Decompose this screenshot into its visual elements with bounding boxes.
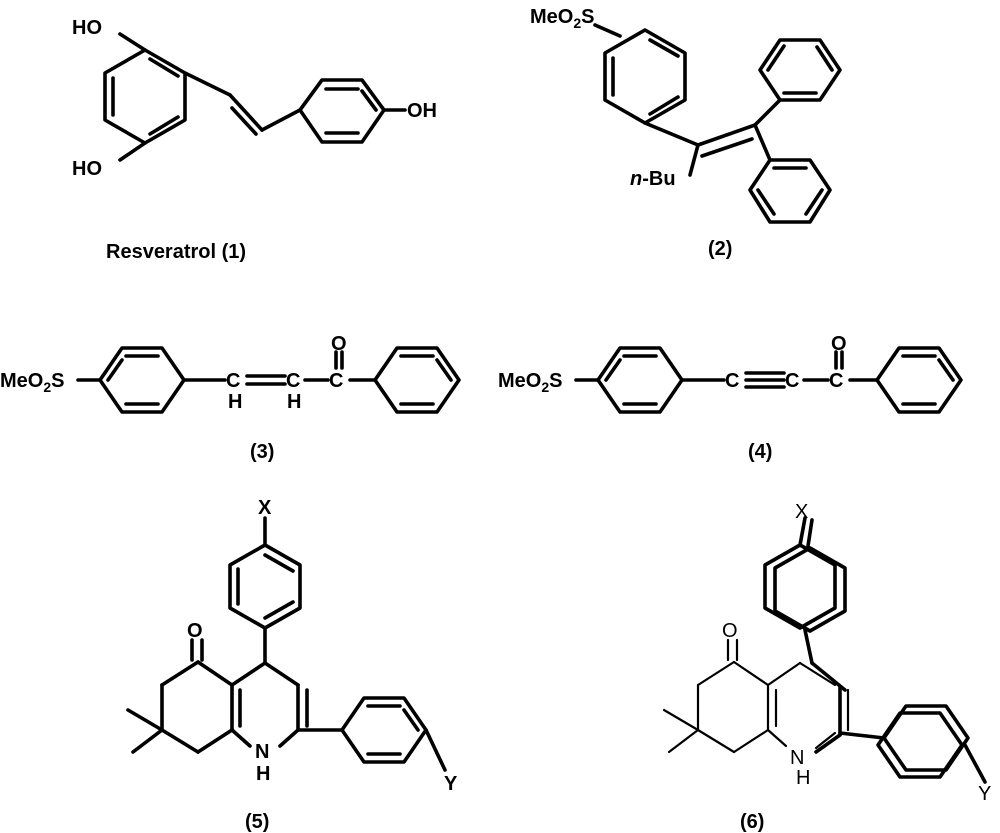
compound-1-resveratrol: HO HO OH Resveratrol (1) bbox=[72, 17, 437, 263]
benzene-ring bbox=[603, 28, 687, 125]
benzene-ring bbox=[882, 704, 970, 772]
hydrogen-label: H bbox=[287, 391, 301, 413]
butyl-label: n-Bu bbox=[630, 168, 676, 190]
compound-caption: (5) bbox=[245, 811, 269, 833]
methylsulfonyl-label: MeO2S bbox=[0, 370, 64, 395]
oxygen-label: O bbox=[831, 333, 847, 355]
carbon-label: C bbox=[286, 370, 300, 392]
carbon-label: C bbox=[785, 370, 799, 392]
oxygen-label: O bbox=[187, 620, 203, 642]
benzene-ring bbox=[748, 158, 832, 224]
benzene-ring bbox=[773, 546, 847, 633]
compound-6-overlay: X O N H Y (6) bbox=[662, 501, 991, 833]
carbon-label: C bbox=[725, 370, 739, 392]
compound-caption: (6) bbox=[740, 811, 764, 833]
hydroxyl-label: HO bbox=[72, 158, 102, 180]
methylsulfonyl-label: MeO2S bbox=[530, 6, 594, 31]
substituent-y-label: Y bbox=[978, 783, 991, 805]
compound-4: MeO2S C C C O (4) bbox=[498, 333, 963, 463]
compound-caption: (4) bbox=[748, 441, 772, 463]
carbon-label: C bbox=[829, 370, 843, 392]
nitrogen-label: N bbox=[790, 747, 804, 769]
oxygen-label: O bbox=[331, 333, 347, 355]
methylsulfonyl-label: MeO2S bbox=[498, 370, 562, 395]
substituent-y-label: Y bbox=[444, 773, 458, 795]
compound-2: MeO2S n-Bu (2) bbox=[530, 6, 842, 260]
oxygen-label: O bbox=[722, 620, 738, 642]
compound-caption: Resveratrol (1) bbox=[106, 241, 246, 263]
benzene-ring bbox=[758, 38, 842, 102]
benzene-ring bbox=[875, 346, 963, 414]
hydrogen-label: H bbox=[228, 391, 242, 413]
benzene-ring bbox=[876, 711, 964, 779]
compound-caption: (2) bbox=[708, 238, 732, 260]
carbon-label: C bbox=[226, 370, 240, 392]
hydrogen-label: H bbox=[256, 763, 270, 785]
nitrogen-label: N bbox=[255, 741, 269, 763]
substituent-x-label: X bbox=[258, 497, 272, 519]
benzene-ring bbox=[228, 543, 302, 630]
benzene-ring bbox=[373, 346, 461, 414]
hydroxyl-label: HO bbox=[72, 17, 102, 39]
hydrogen-label: H bbox=[796, 767, 810, 789]
benzene-ring bbox=[103, 48, 187, 145]
compound-3: MeO2S C C C H H O (3) bbox=[0, 333, 461, 463]
compound-caption: (3) bbox=[250, 441, 274, 463]
hydroxyl-label: OH bbox=[407, 100, 437, 122]
carbon-label: C bbox=[329, 370, 343, 392]
benzene-ring bbox=[763, 543, 837, 630]
compound-5: X O N H Y (5) bbox=[126, 497, 458, 833]
